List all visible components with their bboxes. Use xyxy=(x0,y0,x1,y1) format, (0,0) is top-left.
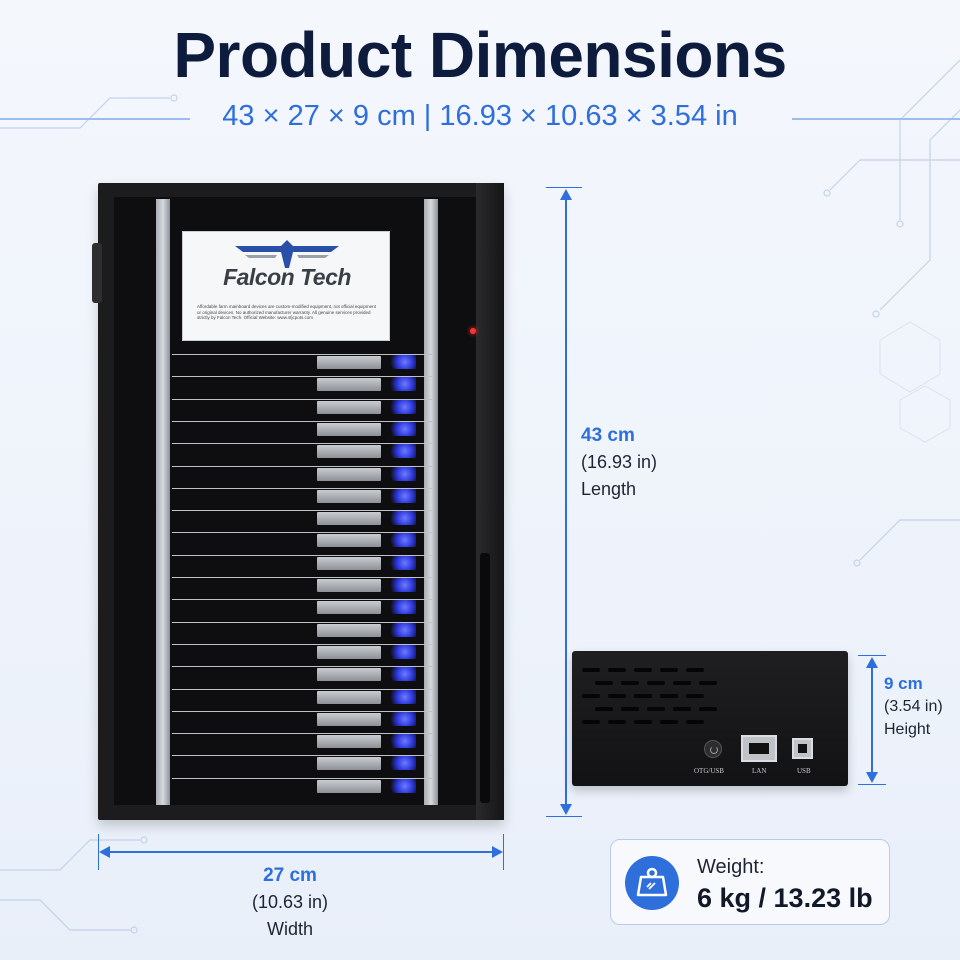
weight-value: 6 kg / 13.23 lb xyxy=(697,883,873,913)
case-handle xyxy=(480,553,490,803)
blade-unit xyxy=(172,529,434,549)
vent-slot xyxy=(673,707,691,711)
length-tick-bottom xyxy=(546,816,582,817)
lan-port-label: LAN xyxy=(752,767,767,775)
length-caption: Length xyxy=(581,479,637,499)
vent-slot xyxy=(699,681,717,685)
vent-slot xyxy=(634,668,652,672)
width-arrow-right xyxy=(492,846,503,858)
blade-unit xyxy=(172,552,434,572)
vent-slot xyxy=(634,694,652,698)
right-rail xyxy=(424,199,438,805)
blade-unit xyxy=(172,752,434,772)
product-label: Falcon Tech Affordable farm mainboard de… xyxy=(182,231,390,341)
usb-port-label: USB xyxy=(797,767,811,775)
blade-unit xyxy=(172,730,434,750)
product-front-view: OTG/USB LAN USB xyxy=(572,651,848,786)
falcon-logo-icon xyxy=(235,240,339,268)
height-imperial: (3.54 in) xyxy=(884,698,943,715)
length-line xyxy=(565,198,567,804)
weight-card: Weight: 6 kg / 13.23 lb xyxy=(610,839,890,925)
height-dimension-label: 9 cm (3.54 in) Height xyxy=(884,672,943,741)
blade-unit xyxy=(172,641,434,661)
blade-unit xyxy=(172,351,434,371)
vent-slot xyxy=(686,720,704,724)
blade-unit xyxy=(172,663,434,683)
length-imperial: (16.93 in) xyxy=(581,452,658,472)
blade-unit xyxy=(172,396,434,416)
blade-unit xyxy=(172,619,434,639)
vent-slot xyxy=(621,707,639,711)
left-rail xyxy=(156,199,170,805)
width-caption: Width xyxy=(266,919,313,939)
vent-slot xyxy=(595,681,613,685)
length-arrow-down xyxy=(560,804,572,815)
blade-stack xyxy=(172,351,434,801)
vent-slot xyxy=(634,720,652,724)
vent-slot xyxy=(660,668,678,672)
vent-slot xyxy=(608,694,626,698)
vent-slot xyxy=(686,694,704,698)
weight-label: Weight: xyxy=(697,856,765,878)
vent-slot xyxy=(608,668,626,672)
vent-slot xyxy=(686,668,704,672)
power-button-icon xyxy=(704,740,722,758)
height-arrow-down xyxy=(866,772,878,783)
width-line xyxy=(110,851,492,853)
vent-slot xyxy=(660,720,678,724)
vent-slot xyxy=(621,681,639,685)
blade-unit xyxy=(172,708,434,728)
blade-unit xyxy=(172,463,434,483)
length-dimension-label: 43 cm (16.93 in) Length xyxy=(581,422,657,503)
height-line xyxy=(871,666,873,772)
width-dimension-label: 27 cm (10.63 in) Width xyxy=(232,862,348,943)
length-tick-top xyxy=(546,187,582,188)
vent-slot xyxy=(595,707,613,711)
vent-slot xyxy=(582,720,600,724)
case-side-knob xyxy=(92,243,102,303)
page-title: Product Dimensions xyxy=(173,19,787,91)
vent-slot xyxy=(673,681,691,685)
blade-unit xyxy=(172,440,434,460)
vent-slot xyxy=(647,681,665,685)
width-tick-right xyxy=(503,834,504,870)
vent-slot xyxy=(582,694,600,698)
lan-port-icon xyxy=(741,735,777,762)
product-case: Falcon Tech Affordable farm mainboard de… xyxy=(92,183,504,820)
width-value: 27 cm xyxy=(263,865,317,886)
width-arrow-left xyxy=(99,846,110,858)
blade-unit xyxy=(172,507,434,527)
vent-slot xyxy=(699,707,717,711)
status-light xyxy=(470,328,476,334)
dimensions-subtitle: 43 × 27 × 9 cm | 16.93 × 10.63 × 3.54 in xyxy=(222,100,738,132)
length-value: 43 cm xyxy=(581,425,635,446)
height-arrow-up xyxy=(866,657,878,668)
vent-slot xyxy=(647,707,665,711)
usb-port-icon xyxy=(792,738,813,759)
width-imperial: (10.63 in) xyxy=(251,892,329,912)
vent-slot xyxy=(582,668,600,672)
brand-name: Falcon Tech xyxy=(223,264,351,290)
blade-unit xyxy=(172,596,434,616)
subtitle-divider-right xyxy=(792,118,960,120)
height-value: 9 cm xyxy=(884,674,923,693)
blade-unit xyxy=(172,418,434,438)
height-tick-top xyxy=(858,655,886,656)
length-arrow-up xyxy=(560,189,572,200)
vent-slot xyxy=(608,720,626,724)
label-fine-print: Affordable farm mainboard devices are cu… xyxy=(197,304,376,320)
vent-slot xyxy=(660,694,678,698)
width-tick-left xyxy=(98,834,99,870)
subtitle-divider-left xyxy=(0,118,190,120)
height-tick-bottom xyxy=(858,784,886,785)
blade-unit xyxy=(172,775,434,795)
otg-port-label: OTG/USB xyxy=(694,767,724,775)
weight-icon xyxy=(625,856,679,910)
height-caption: Height xyxy=(884,721,931,738)
blade-unit xyxy=(172,485,434,505)
blade-unit xyxy=(172,686,434,706)
blade-unit xyxy=(172,574,434,594)
blade-unit xyxy=(172,373,434,393)
